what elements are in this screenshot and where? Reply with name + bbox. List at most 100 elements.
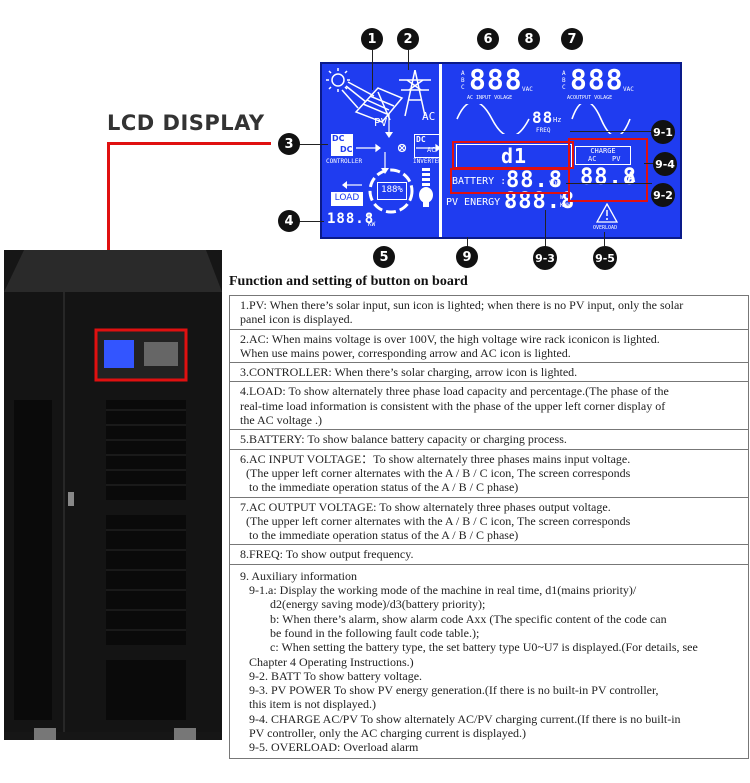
- battery-percent: 188%: [381, 185, 403, 195]
- phase-b: B: [461, 77, 465, 84]
- freq-label: FREQ: [536, 127, 551, 134]
- highlight-charge: [568, 138, 648, 202]
- marker-9-3: 9-3: [533, 246, 557, 270]
- table-row-load: 4.LOAD: To show alternately three phase …: [230, 382, 748, 431]
- row-line: 8.FREQ: To show output frequency.: [240, 547, 414, 562]
- flow-arrow-icon: [356, 143, 441, 153]
- battery-value: 88.8: [506, 168, 563, 193]
- phase-a-out: A: [562, 70, 566, 77]
- lcd-display-title: LCD DISPLAY: [107, 111, 265, 135]
- solar-panel-icon: [326, 68, 404, 123]
- row-line: 7.AC OUTPUT VOLTAGE: To show alternately…: [240, 499, 611, 514]
- table-row-ac-input: 6.AC INPUT VOLTAGE：To show alternately t…: [230, 450, 748, 498]
- table-row-controller: 3.CONTROLLER: When there’s solar chargin…: [230, 363, 748, 383]
- controller-dc-bottom: DC: [340, 145, 353, 154]
- marker-9: 9: [456, 246, 478, 268]
- row-line: When use mains power, corresponding arro…: [240, 345, 571, 360]
- row-line: this item is not displayed.): [240, 697, 376, 712]
- marker-3: 3: [278, 133, 300, 155]
- ac-output-sine-icon: [571, 104, 631, 134]
- row-line: 4.LOAD: To show alternately three phase …: [240, 384, 669, 399]
- highlight-mode: [452, 141, 574, 169]
- row-line: 9-1.a: Display the working mode of the m…: [240, 583, 637, 598]
- pv-energy-unit-kwh: KWH: [560, 202, 571, 209]
- leader-line-3: [298, 144, 328, 145]
- inverter-ac: AC: [427, 146, 436, 154]
- row-line: the AC voltage .): [240, 413, 322, 428]
- red-connector-horizontal: [107, 142, 271, 145]
- row-line: 9-4. CHARGE AC/PV To show alternately AC…: [240, 711, 681, 726]
- row-line: be found in the following fault code tab…: [240, 625, 480, 640]
- ac-input-value: 888: [469, 63, 523, 96]
- ac-input-label: AC INPUT VOLAGE: [467, 95, 513, 101]
- row-line: real-time load information is consistent…: [240, 398, 666, 413]
- table-row-pv: 1.PV: When there’s solar input, sun icon…: [230, 296, 748, 330]
- phase-c-out: C: [562, 84, 566, 91]
- row-line: PV controller, only the AC charging curr…: [240, 726, 527, 741]
- pv-label: PV: [374, 116, 388, 129]
- row-line: panel icon is displayed.: [240, 312, 353, 327]
- battery-unit: VDC: [549, 180, 560, 187]
- inverter-box: DC AC: [414, 134, 440, 158]
- ups-cabinet-image: [4, 250, 222, 740]
- pv-down-arrow-icon: [385, 114, 393, 138]
- row-line: 9. Auxiliary information: [240, 568, 357, 583]
- ac-output-value: 888: [570, 63, 624, 96]
- row-line: 9-3. PV POWER To show PV energy generati…: [240, 683, 659, 698]
- mode-value: d1: [500, 144, 528, 168]
- charge-ac: AC: [588, 155, 597, 163]
- marker-9-2: 9-2: [651, 183, 675, 207]
- charge-title: CHARGE: [590, 147, 616, 155]
- marker-9-1: 9-1: [651, 120, 675, 144]
- marker-8: 8: [518, 28, 540, 50]
- row-line: to the immediate operation status of the…: [240, 480, 519, 495]
- inverter-dc: DC: [416, 135, 426, 144]
- leader-line-9-5: [604, 232, 605, 246]
- marker-2: 2: [397, 28, 419, 50]
- leader-line-9-4: [644, 163, 654, 164]
- table-row-freq: 8.FREQ: To show output frequency.: [230, 545, 748, 565]
- freq-unit: Hz: [553, 116, 562, 124]
- table-row-ac-output: 7.AC OUTPUT VOLTAGE: To show alternately…: [230, 498, 748, 546]
- table-row-battery: 5.BATTERY: To show balance battery capac…: [230, 430, 748, 450]
- highlight-battery: [450, 168, 570, 194]
- function-title: Function and setting of button on board: [229, 274, 468, 289]
- freq-value: 88: [532, 108, 554, 127]
- ac-output-phase: A B C: [562, 70, 566, 91]
- lcd-panel: PV AC DC DC CONTROLLER DC AC INVERTER: [320, 62, 682, 239]
- leader-line-1: [372, 50, 373, 90]
- phase-b-out: B: [562, 77, 566, 84]
- ac-input-phase: A B C: [461, 70, 465, 91]
- row-line: 9-5. OVERLOAD: Overload alarm: [240, 740, 419, 755]
- ac-output-label: ACOUTPUT VOLAGE: [567, 95, 613, 101]
- leader-line-9-2: [566, 183, 652, 184]
- charge-box: CHARGE AC PV: [575, 146, 631, 165]
- overload-label: OVERLOAD: [593, 225, 618, 231]
- load-unit-w: W: [368, 213, 372, 220]
- row-line: 2.AC: When mains voltage is over 100V, t…: [240, 331, 660, 346]
- red-connector-vertical: [107, 142, 110, 330]
- ac-input-unit: VAC: [522, 86, 533, 93]
- load-unit-kw: KW: [368, 221, 376, 228]
- row-line: 3.CONTROLLER: When there’s solar chargin…: [240, 365, 578, 380]
- row-line: 5.BATTERY: To show balance battery capac…: [240, 432, 567, 447]
- leader-line-2: [408, 50, 409, 70]
- load-arrow-icon: [342, 181, 362, 189]
- row-line: to the immediate operation status of the…: [240, 528, 519, 543]
- load-box: LOAD: [331, 192, 363, 206]
- row-line: 1.PV: When there’s solar input, sun icon…: [240, 298, 684, 312]
- controller-dcdc-box: DC DC: [331, 134, 353, 156]
- battery-percent-box: 188%: [377, 182, 407, 200]
- leader-line-9: [467, 237, 468, 249]
- controller-dc-top: DC: [332, 134, 345, 143]
- row-line: c: When setting the battery type, the se…: [240, 640, 698, 655]
- table-row-auxiliary: 9. Auxiliary information 9-1.a: Display …: [230, 565, 748, 758]
- marker-5: 5: [373, 246, 395, 268]
- charge-pv: PV: [612, 155, 621, 163]
- marker-9-5: 9-5: [593, 246, 617, 270]
- load-value: 188.8: [327, 211, 375, 227]
- table-row-ac: 2.AC: When mains voltage is over 100V, t…: [230, 330, 748, 364]
- ac-label: AC: [422, 110, 436, 123]
- phase-a: A: [461, 70, 465, 77]
- leader-line-4: [298, 221, 324, 222]
